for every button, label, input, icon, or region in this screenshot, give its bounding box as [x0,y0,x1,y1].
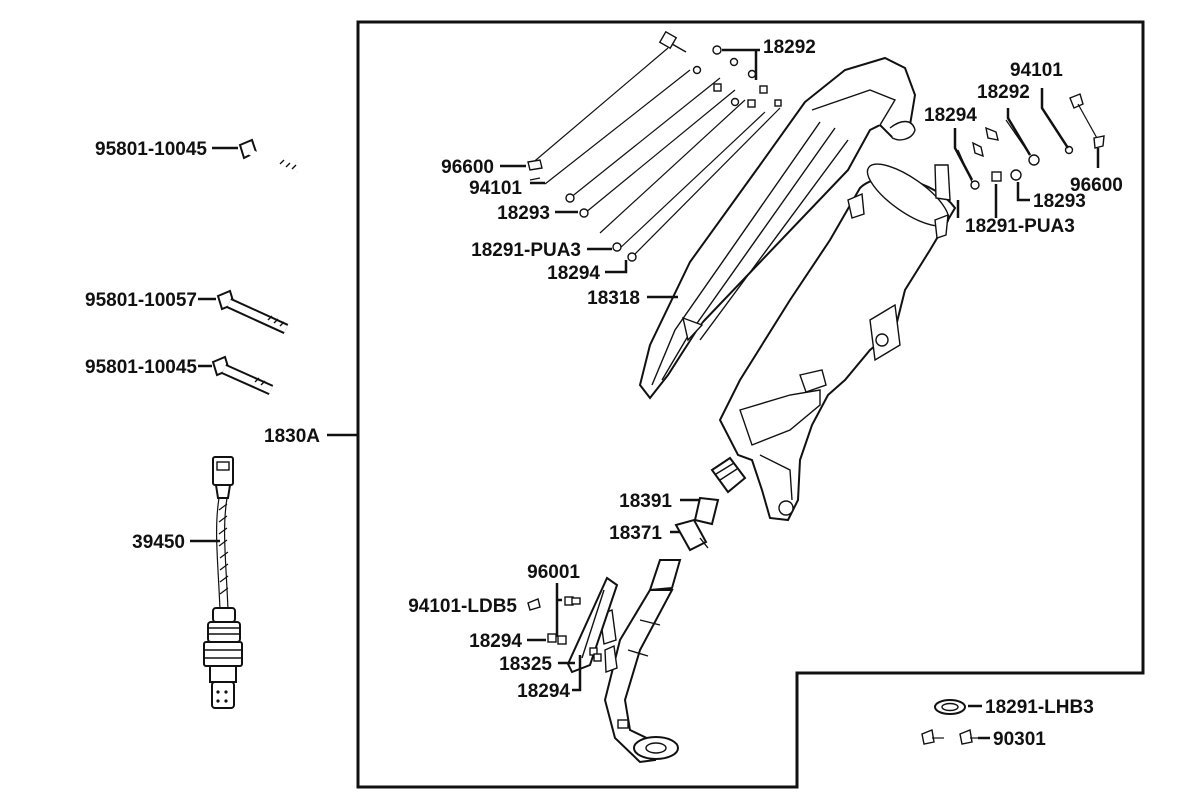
leader-18292-top [722,48,760,80]
washer-18294-lower-b [589,647,602,662]
label-18293-right: 18293 [1033,191,1086,212]
label-18371: 18371 [609,523,662,544]
label-18291-pua3-left: 18291-PUA3 [471,240,581,261]
leader-18292-right [1006,108,1032,156]
label-95801-10057: 95801-10057 [85,290,197,311]
label-18294-right: 18294 [924,105,977,126]
leader-94101-right [1040,88,1070,149]
washer-94101-ldb5 [527,598,541,611]
assembly-frame [356,20,1145,789]
gasket-18371 [674,518,709,552]
exhaust-pipe [599,559,682,764]
label-95801-10045-bottom: 95801-10045 [85,357,197,378]
label-18291-lhb3: 18291-LHB3 [985,697,1094,718]
washer-18294-lower-a [547,633,567,645]
label-18325: 18325 [499,654,552,675]
label-18294-lower-b: 18294 [517,681,570,702]
label-94101-left: 94101 [469,178,522,199]
leader-18294-right [953,128,974,181]
screw-90301 [921,729,978,745]
label-18292-right: 18292 [977,82,1030,103]
stud-96001 [564,596,581,606]
bolt-95801-10045-bottom [211,355,274,396]
leader-18291-pua3-right [956,184,998,218]
bolt-95801-10057 [216,289,289,335]
label-95801-10045-top: 95801-10045 [95,139,207,160]
label-94101-right: 94101 [1010,60,1063,81]
label-18318: 18318 [587,288,640,309]
label-39450: 39450 [132,532,185,553]
leader-96001 [555,583,562,637]
label-18292-top: 18292 [763,37,816,58]
gasket-18291-lhb3 [934,699,966,715]
label-18293-left: 18293 [497,203,550,224]
label-18294-lower-a: 18294 [469,631,522,652]
label-18391: 18391 [619,491,672,512]
bolt-95801-10045-top [238,138,299,175]
leader-18293-right [1016,182,1030,202]
inlet-pipe-18391 [693,456,747,526]
mounting-hardware-left [527,30,782,262]
label-94101-ldb5: 94101-LDB5 [408,596,517,617]
label-96600-right: 96600 [1070,175,1123,196]
mounting-hardware-right [957,93,1105,190]
leader-18294-lower-b [572,655,582,692]
label-1830A: 1830A [264,426,320,447]
label-18291-pua3-right: 18291-PUA3 [965,216,1075,237]
leader-18294-left [605,260,628,274]
label-90301: 90301 [993,729,1046,750]
muffler-body [718,163,957,522]
oxygen-sensor-39450 [203,456,243,709]
heat-shield-18318 [638,56,917,400]
label-96001: 96001 [527,562,580,583]
label-96600-left: 96600 [441,157,494,178]
label-18294-left: 18294 [547,263,600,284]
